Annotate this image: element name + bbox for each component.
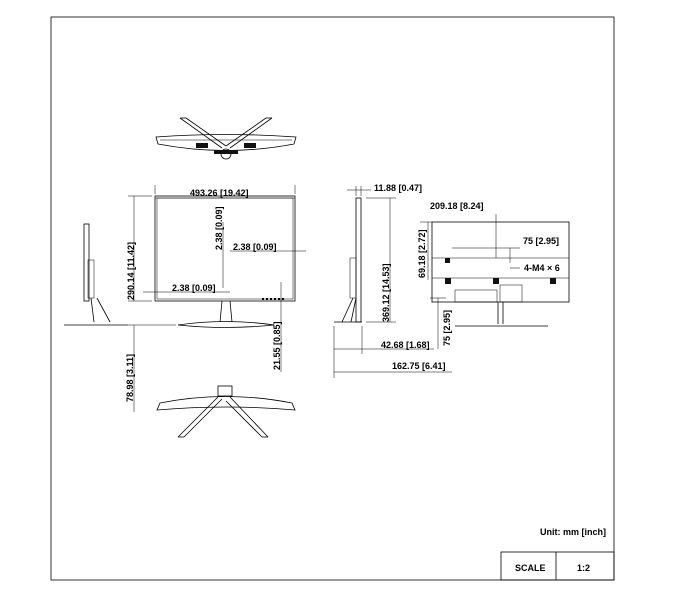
dim-side-total-depth: 162.75 [6.41] xyxy=(392,361,446,371)
left-side-view xyxy=(64,223,128,326)
scale-box xyxy=(500,551,615,581)
dim-bezel-side: 2.38 [0.09] xyxy=(233,242,277,252)
dim-stand-gap: 21.55 [0.85] xyxy=(272,321,282,370)
front-view xyxy=(154,195,296,328)
side-view xyxy=(333,186,452,378)
dim-bezel-top: 2.38 [0.09] xyxy=(214,206,224,250)
dim-rear-width: 209.18 [8.24] xyxy=(430,201,484,211)
rear-view xyxy=(420,214,570,349)
dim-side-height: 369.12 [14.53] xyxy=(381,263,391,322)
dim-front-height: 290.14 [11.42] xyxy=(126,242,136,300)
unit-note: Unit: mm [inch] xyxy=(540,527,606,537)
front-screen-outline xyxy=(154,195,296,302)
bottom-view xyxy=(156,385,296,438)
dim-screws: 4-M4 × 6 xyxy=(524,263,560,273)
dim-rear-height-top: 69.18 [2.72] xyxy=(417,229,427,278)
front-dimension-lines xyxy=(128,185,306,412)
dim-vesa-v: 75 [2.95] xyxy=(442,310,452,346)
dim-bezel-bottom-left: 2.38 [0.09] xyxy=(172,283,216,293)
dim-front-width: 493.26 [19.42] xyxy=(190,188,249,198)
top-view xyxy=(155,117,297,160)
scale-label: SCALE xyxy=(515,563,546,573)
dim-vesa-h: 75 [2.95] xyxy=(523,236,559,246)
dim-stand-height: 78.98 [3.11] xyxy=(125,354,135,402)
drawing-frame xyxy=(50,16,615,581)
dim-side-depth-top: 11.88 [0.47] xyxy=(374,183,422,193)
dim-side-base-depth: 42.68 [1.68] xyxy=(381,340,430,350)
scale-value: 1:2 xyxy=(577,563,590,573)
